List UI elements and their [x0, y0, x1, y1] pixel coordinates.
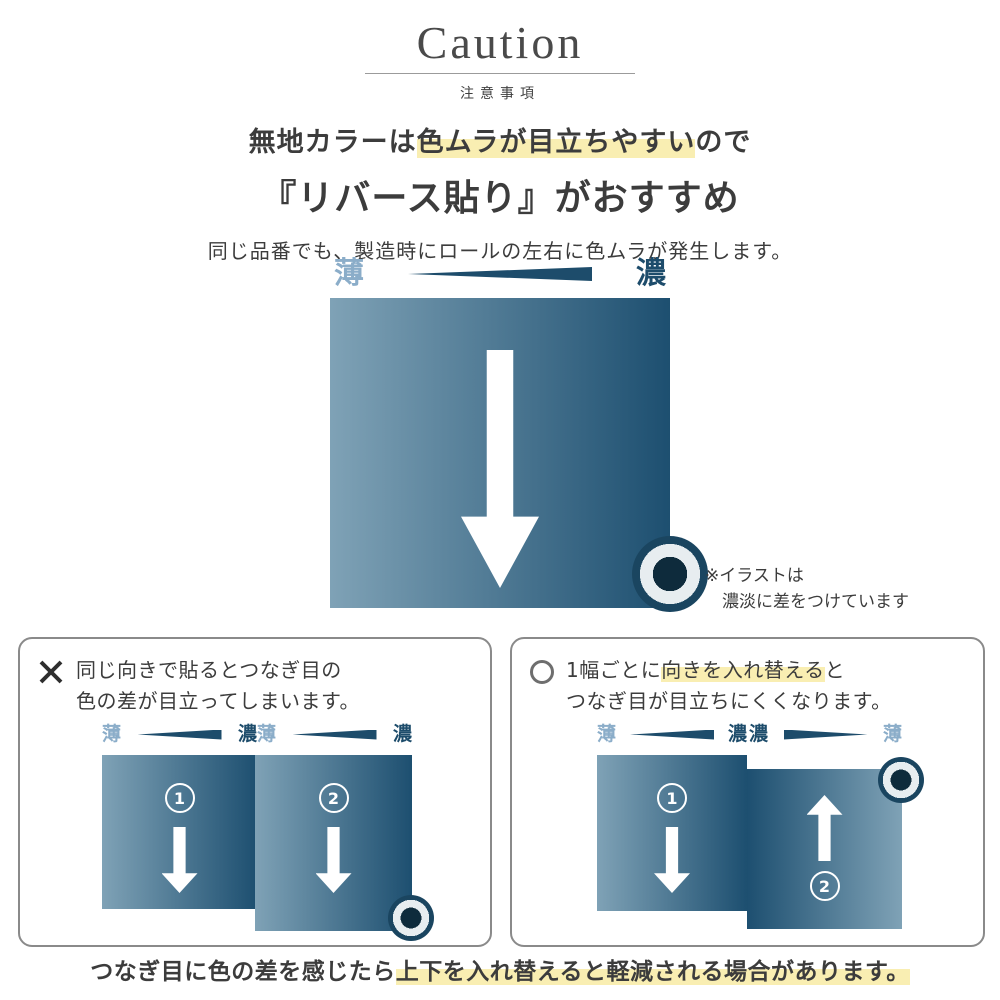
- light-label: 薄: [882, 723, 902, 745]
- footer-note: つなぎ目に色の差を感じたら上下を入れ替えると軽減される場合があります。: [0, 952, 1000, 986]
- page-subtitle: 注意事項: [460, 86, 540, 102]
- down-arrow-icon: [461, 350, 539, 588]
- note-line1: ※イラストは: [705, 566, 804, 586]
- roll-end-icon: [388, 895, 434, 941]
- intro-line1: 無地カラーは色ムラが目立ちやすいので: [0, 120, 1000, 159]
- wallpaper-strip-2-reversed: 2: [747, 757, 924, 929]
- wallpaper-strip-1: 1: [102, 755, 257, 909]
- step-number: 1: [164, 783, 195, 813]
- good-box-text: 1幅ごとに向きを入れ替えるとつなぎ目が目立ちにくくなります。: [566, 655, 892, 717]
- down-arrow-icon: [654, 827, 690, 893]
- dark-label: 濃: [749, 723, 769, 745]
- footer-pre: つなぎ目に色の差を感じたら: [90, 959, 396, 985]
- roll-end-icon: [878, 757, 924, 803]
- good-box-header: 1幅ごとに向きを入れ替えるとつなぎ目が目立ちにくくなります。: [530, 655, 975, 717]
- step-number: 2: [318, 783, 349, 813]
- intro-line1-post: ので: [695, 127, 752, 158]
- up-arrow-icon: [806, 795, 843, 861]
- bad-box-header: 同じ向きで貼るとつなぎ目の色の差が目立ってしまいます。: [38, 655, 482, 717]
- gradient-legend-reversed: 濃 薄: [749, 725, 902, 744]
- intro-line2: 『リバース貼り』がおすすめ: [260, 178, 740, 219]
- dark-label: 濃: [727, 723, 747, 745]
- down-arrow-icon: [161, 827, 198, 893]
- bad-box-text: 同じ向きで貼るとつなぎ目の色の差が目立ってしまいます。: [76, 655, 360, 717]
- intro-text: 無地カラーは色ムラが目立ちやすいので 『リバース貼り』がおすすめ 同じ品番でも、…: [0, 120, 1000, 264]
- footer-highlight: 上下を入れ替えると軽減される場合があります。: [395, 959, 910, 985]
- step-number: 1: [657, 783, 687, 813]
- light-label: 薄: [102, 723, 122, 745]
- down-arrow-icon: [315, 827, 352, 893]
- main-diagram: 薄 濃 ※イラストは 濃淡に差をつけています: [330, 254, 909, 612]
- illustration-note: ※イラストは 濃淡に差をつけています: [705, 563, 995, 616]
- wallpaper-strip-2: 2: [255, 755, 434, 941]
- good-text-line1-highlight: 向きを入れ替える: [661, 658, 825, 682]
- good-text-line1-pre: 1幅ごとに: [566, 658, 662, 682]
- header: Caution 注意事項: [0, 16, 1000, 103]
- roll-end-icon: [632, 536, 708, 612]
- wallpaper-panel: [330, 298, 708, 612]
- wallpaper-strip-1: 1: [597, 755, 747, 911]
- title-underline: [365, 73, 635, 74]
- gradient-wedge-icon: [292, 729, 377, 740]
- light-label: 薄: [334, 256, 364, 291]
- good-text-line1-post: と: [824, 658, 846, 682]
- gradient-wedge-icon: [408, 267, 592, 281]
- gradient-wedge-icon: [137, 729, 222, 740]
- page-title: Caution: [416, 17, 584, 68]
- bad-text-line1: 同じ向きで貼るとつなぎ目の: [76, 658, 342, 682]
- gradient-wedge-icon: [630, 729, 714, 740]
- step-number: 2: [809, 871, 840, 901]
- circle-mark-icon: [530, 660, 554, 684]
- main-gradient-legend: 薄 濃: [330, 254, 670, 294]
- intro-line3: 同じ品番でも、製造時にロールの左右に色ムラが発生します。: [207, 239, 793, 263]
- bad-text-line2: 色の差が目立ってしまいます。: [76, 689, 360, 713]
- gradient-legend: 薄 濃: [257, 725, 412, 744]
- dark-label: 濃: [237, 723, 257, 745]
- light-label: 薄: [597, 723, 617, 745]
- dark-label: 濃: [636, 256, 666, 291]
- x-mark-icon: [38, 659, 64, 685]
- good-text-line2: つなぎ目が目立ちにくくなります。: [566, 689, 892, 713]
- gradient-wedge-icon: [783, 729, 868, 740]
- gradient-legend: 薄 濃: [597, 725, 747, 744]
- intro-line1-highlight: 色ムラが目立ちやすい: [416, 127, 696, 158]
- gradient-legend: 薄 濃: [102, 725, 257, 744]
- good-example-box: 1幅ごとに向きを入れ替えるとつなぎ目が目立ちにくくなります。 薄 濃 濃 薄 1…: [510, 637, 985, 947]
- bad-example-box: 同じ向きで貼るとつなぎ目の色の差が目立ってしまいます。 薄 濃 薄 濃 1 2: [18, 637, 492, 947]
- light-label: 薄: [257, 723, 277, 745]
- intro-line1-pre: 無地カラーは: [248, 127, 417, 158]
- dark-label: 濃: [392, 723, 412, 745]
- note-line2: 濃淡に差をつけています: [722, 592, 909, 613]
